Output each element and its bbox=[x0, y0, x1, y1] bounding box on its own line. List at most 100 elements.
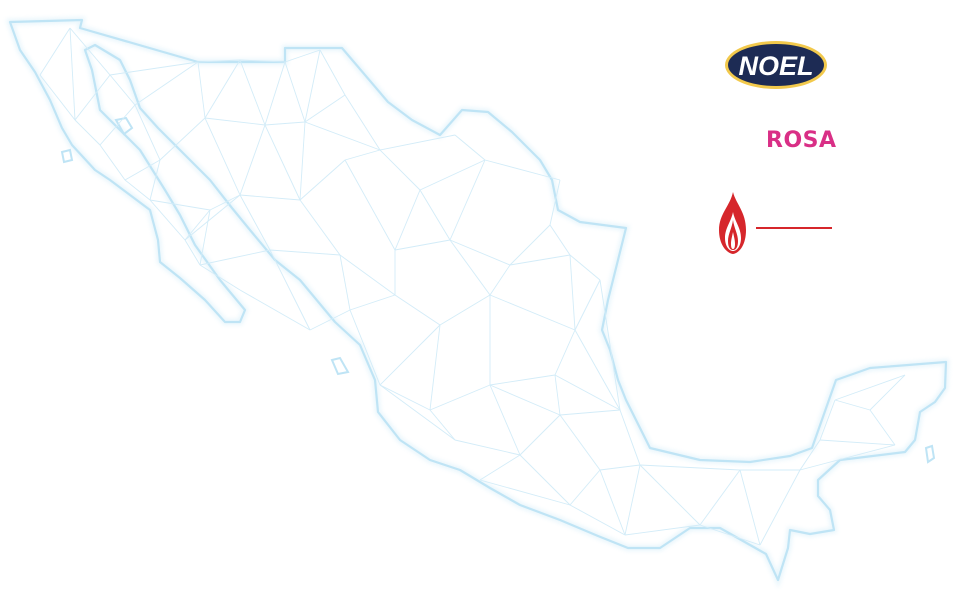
network-line bbox=[554, 374, 561, 416]
network-line bbox=[204, 117, 241, 196]
network-line bbox=[269, 249, 341, 256]
network-line bbox=[569, 504, 626, 536]
network-line bbox=[509, 254, 571, 266]
network-line bbox=[349, 294, 396, 311]
country-outline-glow bbox=[5, 16, 950, 589]
network-line bbox=[439, 294, 491, 326]
network-line bbox=[599, 279, 621, 411]
network-line bbox=[99, 144, 126, 181]
network-line bbox=[349, 309, 381, 386]
network-line bbox=[269, 249, 311, 331]
network-line bbox=[74, 119, 101, 146]
network-line bbox=[199, 249, 271, 266]
island-outline bbox=[330, 356, 350, 376]
network-line bbox=[299, 159, 346, 201]
network-line bbox=[159, 117, 206, 161]
network-line bbox=[74, 74, 111, 121]
network-line bbox=[124, 159, 161, 181]
network-line bbox=[834, 399, 871, 411]
network-line bbox=[554, 329, 576, 376]
network-line bbox=[569, 254, 601, 281]
network-line bbox=[574, 329, 621, 411]
network-line bbox=[449, 239, 491, 296]
network-line bbox=[149, 199, 186, 241]
network-line bbox=[134, 104, 161, 161]
network-line bbox=[394, 189, 421, 251]
network-line bbox=[429, 409, 456, 441]
network-line bbox=[419, 159, 486, 191]
network-line bbox=[344, 159, 396, 251]
network-line bbox=[379, 324, 441, 386]
network-line bbox=[239, 194, 271, 251]
noel-logo-text: NOEL bbox=[738, 51, 813, 81]
network-line bbox=[109, 74, 136, 106]
network-line bbox=[759, 469, 801, 546]
network-line bbox=[199, 264, 241, 291]
network-line bbox=[549, 179, 561, 226]
network-line bbox=[394, 294, 441, 326]
network-line bbox=[484, 159, 561, 181]
network-line bbox=[624, 524, 701, 536]
network-line bbox=[449, 239, 511, 266]
network-line bbox=[264, 61, 286, 126]
network-line bbox=[239, 59, 266, 126]
network-line bbox=[149, 199, 211, 211]
network-line bbox=[819, 399, 836, 441]
noel-logo-badge bbox=[728, 44, 824, 86]
country-outline-path bbox=[8, 18, 948, 582]
network-line bbox=[184, 209, 211, 241]
network-line bbox=[109, 61, 199, 76]
network-line bbox=[479, 454, 521, 481]
network-line bbox=[449, 159, 486, 241]
network-line bbox=[284, 49, 321, 63]
network-line bbox=[379, 384, 456, 441]
network-line bbox=[304, 49, 321, 123]
network-line bbox=[739, 469, 761, 546]
network-line bbox=[559, 409, 621, 416]
network-line bbox=[184, 239, 201, 266]
network-line bbox=[339, 254, 396, 296]
network-line bbox=[339, 254, 351, 311]
flame-logo bbox=[716, 190, 836, 256]
network-line bbox=[489, 264, 511, 296]
network-line bbox=[134, 61, 199, 106]
network-line bbox=[264, 124, 301, 201]
network-line bbox=[639, 464, 701, 526]
network-line bbox=[379, 134, 456, 151]
network-line bbox=[834, 374, 906, 401]
network-line bbox=[799, 439, 821, 471]
network-line bbox=[344, 94, 381, 151]
network-line bbox=[309, 309, 351, 331]
network-line bbox=[299, 199, 341, 256]
network-line bbox=[519, 454, 571, 506]
network-line bbox=[574, 279, 601, 331]
network-line bbox=[479, 479, 571, 506]
network-line bbox=[264, 121, 306, 126]
network-line bbox=[454, 134, 486, 161]
network-line bbox=[869, 409, 896, 446]
network-line bbox=[429, 324, 441, 411]
network-line bbox=[344, 149, 381, 161]
network-line bbox=[204, 117, 266, 126]
network-line bbox=[204, 59, 241, 119]
noel-logo: NOEL bbox=[724, 40, 828, 90]
network-line bbox=[819, 439, 896, 446]
network-line bbox=[199, 209, 211, 266]
network-line bbox=[699, 524, 761, 546]
network-line bbox=[699, 469, 741, 526]
network-line bbox=[39, 74, 76, 121]
network-line bbox=[519, 414, 561, 456]
network-line bbox=[319, 49, 346, 96]
network-line bbox=[299, 121, 306, 201]
network-line bbox=[419, 189, 451, 241]
network-line bbox=[489, 384, 561, 416]
flame-core-cut bbox=[731, 232, 735, 249]
network-line bbox=[39, 27, 71, 76]
network-line bbox=[599, 464, 641, 471]
network-line bbox=[869, 374, 906, 411]
network-line bbox=[379, 384, 431, 411]
network-line bbox=[99, 104, 136, 146]
network-line bbox=[429, 384, 491, 411]
island-outline bbox=[60, 148, 74, 164]
